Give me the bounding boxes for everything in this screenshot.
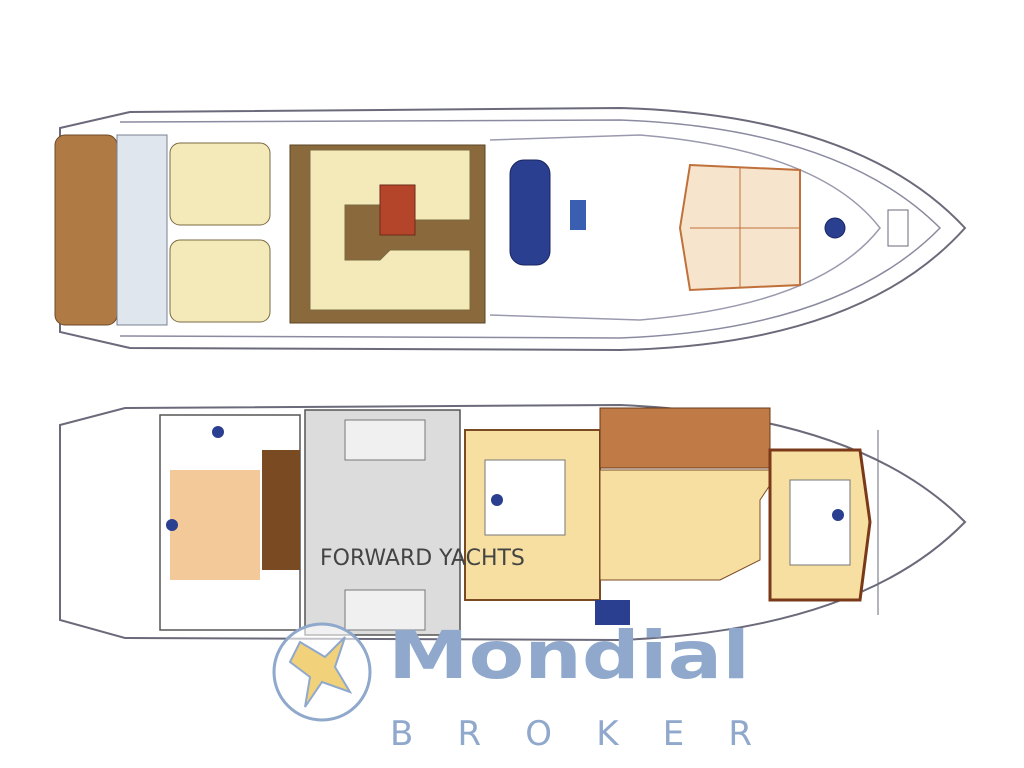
helm-windscreen bbox=[509, 159, 551, 266]
upper-deck-edge bbox=[489, 134, 881, 321]
upper-deck-plan bbox=[54, 106, 967, 352]
helm-console bbox=[570, 200, 586, 230]
watermark-brand-main: Mondial bbox=[388, 617, 750, 694]
watermark-brand-sub: BROKER bbox=[390, 714, 752, 754]
aft-cabin-stairs bbox=[262, 450, 300, 570]
cockpit-settee bbox=[309, 149, 471, 311]
forward-berth bbox=[789, 479, 851, 566]
aft-sunpad-port bbox=[169, 142, 271, 226]
anchor-locker bbox=[887, 209, 909, 247]
lower-deck-plan: FORWARD YACHTS bbox=[59, 403, 967, 642]
cockpit-table bbox=[379, 184, 416, 236]
pillow-icon bbox=[832, 509, 844, 521]
aft-steps bbox=[116, 134, 168, 326]
engine-starboard bbox=[344, 589, 426, 631]
saloon-floor bbox=[599, 469, 781, 581]
pillow-icon bbox=[212, 426, 224, 438]
pillow-icon bbox=[166, 519, 178, 531]
deck-hatch bbox=[824, 217, 846, 239]
galley-hob bbox=[595, 600, 630, 625]
swim-platform-teak bbox=[54, 134, 118, 326]
engine-port bbox=[344, 419, 426, 461]
watermark-logo-star bbox=[288, 636, 353, 708]
aft-sunpad-starboard bbox=[169, 239, 271, 323]
galley-cabinets bbox=[599, 407, 771, 469]
pillow-icon bbox=[491, 494, 503, 506]
aft-cabin-floor bbox=[170, 470, 260, 580]
builder-label: FORWARD YACHTS bbox=[320, 546, 525, 571]
mondial-broker-watermark: Mondial BROKER bbox=[272, 617, 752, 754]
upper-hull-inner-line bbox=[119, 119, 942, 339]
